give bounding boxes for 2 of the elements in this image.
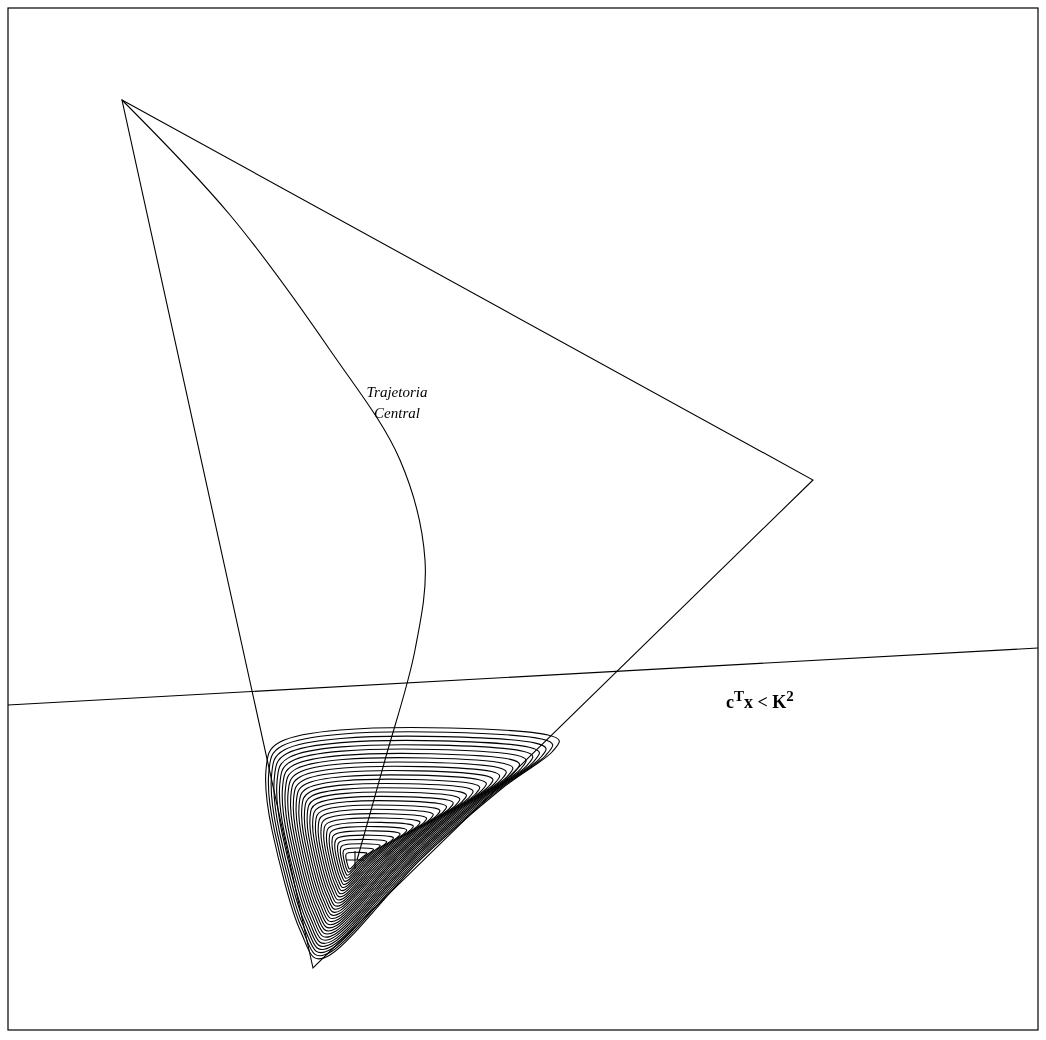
constraint-label: c$^{T}$x < K$^{2}$ (726, 688, 795, 713)
curve-label: Trajetoria Central (365, 383, 429, 423)
